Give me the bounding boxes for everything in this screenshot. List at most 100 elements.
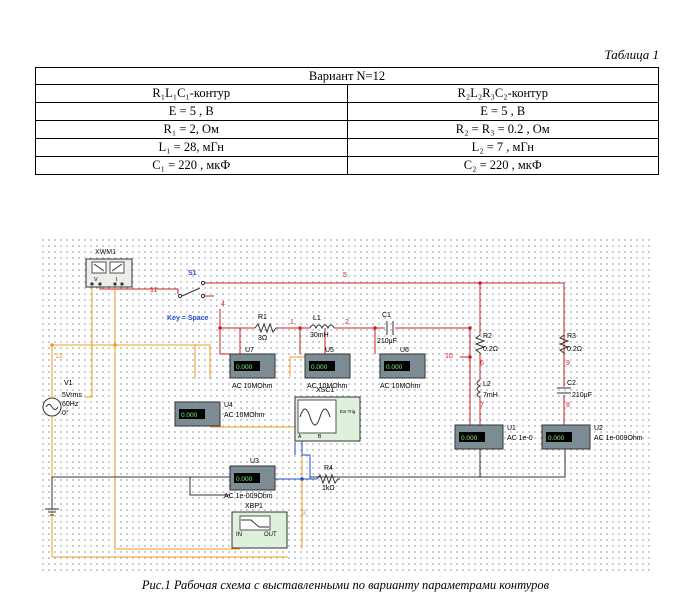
key-label: Key = Space	[167, 315, 209, 322]
resistor-r4[interactable]	[316, 473, 340, 485]
switch-s1[interactable]	[177, 280, 206, 299]
node-label: 10	[445, 353, 453, 360]
u6-display: 0.000	[386, 364, 403, 371]
u7-display: 0.000	[236, 364, 253, 371]
junction-dots	[218, 281, 482, 359]
u7-mode: AC 10MOhm	[232, 383, 273, 390]
node-label: 8	[566, 402, 570, 409]
u4-mode: AC 10MOhm	[224, 412, 265, 419]
node-label: 1	[290, 319, 294, 326]
u5-mode: AC 10MOhm	[307, 383, 348, 390]
v1-freq: 60Hz	[62, 401, 79, 408]
c1-label: C1	[382, 312, 391, 319]
v1-label: V1	[64, 380, 73, 387]
node-labels: 1 2 3 4 5 6 7 8 9 10 11 12	[55, 272, 570, 517]
red-wires	[99, 282, 565, 447]
table-cell: E = 5 , В	[346, 102, 659, 121]
u2-label: U2	[594, 425, 603, 432]
node-label: 7	[480, 402, 484, 409]
inductor-l2[interactable]	[476, 379, 482, 398]
xsc1-label: XSC1	[316, 387, 334, 394]
r1-value: 3Ω	[258, 335, 267, 342]
bp-out-label: OUT	[264, 532, 277, 538]
table-caption: Таблица 1	[604, 47, 659, 62]
node-label: 5	[343, 272, 347, 279]
node-label: 6	[480, 360, 484, 367]
table-cell: L₂ = 7 , мГн	[346, 138, 659, 157]
source-v1[interactable]	[42, 397, 62, 417]
resistor-r1[interactable]	[254, 322, 278, 334]
capacitor-c1[interactable]	[386, 321, 394, 335]
multimeter-u5[interactable]: 0.000	[304, 353, 351, 379]
multimeter-u4[interactable]: 0.000	[174, 401, 221, 427]
c1-value: 210μF	[377, 338, 397, 345]
u6-label: U6	[400, 347, 409, 354]
xsc-a-label: A	[298, 434, 302, 440]
l1-label: L1	[313, 315, 321, 322]
u1-mode: AC 1e-0	[507, 435, 533, 442]
u5-label: U5	[325, 347, 334, 354]
black-wires	[51, 449, 566, 539]
node-label: 12	[55, 353, 63, 360]
xsc-ext-label: Ext Trig	[340, 409, 356, 414]
ground-symbol	[45, 507, 59, 516]
xsc-b-label: B	[318, 434, 322, 440]
multimeter-u7[interactable]: 0.000	[229, 353, 276, 379]
table-cell: R₁L₁C₁-контур	[35, 84, 348, 103]
l2-value: 7mH	[483, 392, 498, 399]
xwm1-label: XWM1	[95, 249, 116, 256]
wattmeter-xwm1[interactable]: V I	[85, 258, 133, 288]
bode-plotter-xbp1[interactable]: IN OUT	[231, 511, 288, 549]
multimeter-u2[interactable]: 0.000	[541, 424, 591, 450]
r4-value: 1kΩ	[322, 485, 335, 492]
u4-display: 0.000	[181, 412, 198, 419]
u7-label: U7	[245, 347, 254, 354]
r1-label: R1	[258, 314, 267, 321]
schematic-canvas[interactable]: V I XWM1 S1 Key = Space R1 3Ω L1 30mH C1…	[40, 237, 654, 574]
table-cell: C₁ = 220 , мкФ	[35, 156, 348, 175]
bp-in-label: IN	[236, 532, 242, 538]
xbp1-label: XBP1	[245, 503, 263, 510]
capacitor-c2[interactable]	[557, 387, 571, 394]
c2-label: C2	[567, 380, 576, 387]
r2-value: 0.2Ω	[483, 346, 498, 353]
inductor-l1[interactable]	[309, 324, 335, 330]
l2-label: L2	[483, 381, 491, 388]
r4-label: R4	[324, 465, 333, 472]
figure-caption: Рис.1 Рабочая схема с выставленными по в…	[141, 578, 550, 592]
u4-label: U4	[224, 402, 233, 409]
multimeter-u3[interactable]: 0.000	[229, 465, 276, 491]
table-cell: C₂ = 220 , мкФ	[346, 156, 659, 175]
multimeter-u6[interactable]: 0.000	[379, 353, 426, 379]
node-label: 11	[150, 287, 157, 294]
u3-label: U3	[250, 458, 259, 465]
node-label: 4	[221, 301, 225, 308]
xwm-i-label: I	[116, 277, 118, 283]
table-cell: R₁ = 2, Ом	[35, 120, 348, 139]
u3-mode: AC 1e-009Ohm	[224, 493, 273, 500]
u1-display: 0.000	[461, 435, 478, 442]
l1-value: 30mH	[310, 332, 329, 339]
multimeter-u1[interactable]: 0.000	[454, 424, 504, 450]
u2-display: 0.000	[548, 435, 565, 442]
resistor-r2[interactable]	[474, 334, 486, 355]
node-label: 3	[302, 510, 306, 517]
r3-label: R3	[567, 333, 576, 340]
resistor-r3[interactable]	[558, 334, 570, 355]
table-cell: L₁ = 28, мГн	[35, 138, 348, 157]
node-label: 9	[566, 360, 570, 367]
v1-rms: 5Vrms	[62, 392, 82, 399]
circuit-schematic[interactable]: V I XWM1 S1 Key = Space R1 3Ω L1 30mH C1…	[40, 237, 654, 574]
oscilloscope-xsc1[interactable]: Ext Trig A B	[294, 396, 361, 442]
table-cell: E = 5 , В	[35, 102, 348, 121]
node-label: 2	[345, 319, 349, 326]
junction-dots-orange	[50, 343, 117, 347]
switch-label: S1	[188, 270, 197, 277]
table-cell: R₂ = R₃ = 0.2 , Ом	[346, 120, 659, 139]
